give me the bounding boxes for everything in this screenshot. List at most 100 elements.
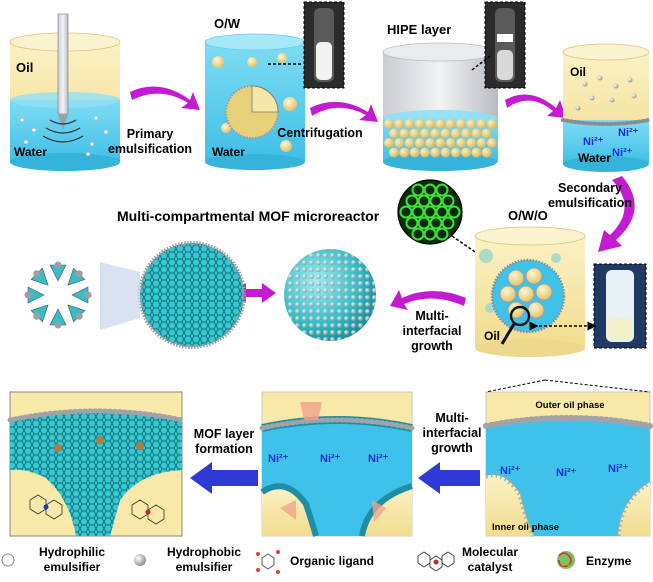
- zoom-line-left: [485, 379, 546, 393]
- ni-ion-5: Ni²⁺: [320, 453, 341, 465]
- beaker-ni-solution: Oil Water Ni²⁺ Ni²⁺ Ni²⁺: [561, 43, 651, 172]
- packed-droplet: [425, 119, 436, 129]
- water-label-2: Water: [212, 145, 245, 159]
- step-label-growth-bot-3: growth: [431, 441, 473, 455]
- arrow-centrifugation: [310, 101, 378, 122]
- packed-droplet: [414, 119, 425, 129]
- water-dots: [19, 115, 109, 157]
- packed-droplet: [435, 119, 446, 129]
- packed-droplet: [389, 128, 399, 139]
- packed-droplet: [481, 128, 492, 139]
- inner-oil-droplet: [507, 269, 525, 287]
- oil-label-4: Oil: [484, 329, 500, 343]
- framework-node: [67, 304, 86, 323]
- framework-node: [30, 267, 49, 286]
- packed-droplet: [450, 128, 461, 139]
- inner-oil-droplet: [535, 283, 553, 301]
- framework-node: [49, 308, 67, 329]
- mof-layer-panel: [7, 391, 185, 537]
- packed-droplet: [425, 138, 436, 148]
- step-label-growth-bot-2: interfacial: [422, 426, 481, 440]
- packed-droplet: [419, 147, 430, 158]
- packed-droplet: [471, 128, 482, 139]
- step-label-primary-2: emulsification: [108, 142, 192, 156]
- beaker-owo-emulsion: O/W/O Oil: [474, 208, 586, 357]
- packed-droplet: [456, 119, 467, 129]
- mof-framework-structure: [24, 261, 92, 329]
- legend-catalyst-1: Molecular: [462, 545, 518, 559]
- packed-droplet: [394, 119, 405, 129]
- arrow-primary-emulsification: [130, 86, 200, 110]
- packed-droplet: [440, 128, 451, 139]
- packed-droplet: [466, 138, 477, 148]
- framework-node: [71, 286, 92, 304]
- beaker-ow-emulsion: O/W Water: [204, 16, 306, 170]
- packed-droplet: [399, 147, 410, 158]
- packed-droplet: [394, 138, 405, 148]
- step-label-secondary-1: Secondary: [558, 181, 622, 195]
- packed-droplet: [430, 147, 441, 158]
- vial-photo-3: [593, 263, 647, 349]
- packed-droplet: [476, 138, 487, 148]
- framework-node: [24, 286, 45, 304]
- packed-droplet: [384, 138, 394, 148]
- ni-ion-c: Ni²⁺: [612, 147, 633, 159]
- step-label-primary-1: Primary: [127, 127, 174, 141]
- vial-photo-2: [484, 1, 526, 89]
- interface-panel-initial: Outer oil phase Inner oil phase Ni²⁺ Ni²…: [483, 391, 653, 538]
- ni-ion-1: Ni²⁺: [500, 465, 521, 477]
- ni-ion-3: Ni²⁺: [608, 463, 629, 475]
- framework-node: [30, 304, 49, 323]
- catalyst-molecule-1: [29, 494, 63, 520]
- ni-ion-b: Ni²⁺: [618, 127, 639, 139]
- fluorescent-cell: [447, 205, 461, 219]
- packed-droplet: [466, 119, 477, 129]
- fluorescent-cell: [435, 227, 449, 241]
- mof-sphere-cutaway: [138, 241, 246, 349]
- link-line-2: [471, 55, 491, 71]
- ni-ion-a: Ni²⁺: [583, 136, 604, 148]
- enzyme-icons: [54, 436, 144, 452]
- legend: Hydrophilic emulsifier Hydrophobic emuls…: [1, 545, 632, 574]
- packed-droplet: [384, 119, 394, 129]
- vial-photo-1: [303, 1, 345, 89]
- fluorescence-micrograph: [397, 179, 463, 245]
- packed-droplet: [471, 147, 482, 158]
- arrow-mof-layer-formation: [190, 462, 258, 494]
- organic-ligand-icon: [256, 550, 280, 574]
- oil-label: Oil: [16, 60, 33, 75]
- legend-hydrophilic-2: emulsifier: [44, 560, 101, 574]
- ultrasonic-probe: [42, 13, 84, 143]
- zoom-beam: [100, 262, 140, 330]
- packed-droplet: [404, 119, 415, 129]
- arrow-growth-bottom: [418, 462, 480, 494]
- step-label-growth-mid-1: Multi-: [415, 309, 448, 323]
- arrow-secondary-emulsification: [598, 176, 635, 252]
- legend-enzyme: Enzyme: [586, 554, 632, 568]
- packed-droplet: [389, 147, 399, 158]
- step-label-mof-layer-1: MOF layer: [194, 427, 255, 441]
- legend-hydrophobic-2: emulsifier: [176, 560, 233, 574]
- inner-oil-droplet: [517, 285, 535, 303]
- packed-droplet: [419, 128, 430, 139]
- packed-droplet: [430, 128, 441, 139]
- emulsifier-particles: [575, 75, 637, 111]
- legend-ligand: Organic ligand: [290, 554, 374, 568]
- arrow-to-ni-beaker: [505, 94, 566, 118]
- packed-droplet: [481, 147, 492, 158]
- ni-ion-2: Ni²⁺: [556, 467, 577, 479]
- inner-oil-label: Inner oil phase: [492, 522, 559, 533]
- beaker-hipe-layer: HIPE layer: [382, 22, 498, 171]
- fluorescent-cell: [435, 183, 449, 197]
- step-label-mof-layer-2: formation: [195, 442, 253, 456]
- packed-droplet: [414, 138, 425, 148]
- catalyst-molecule-2: [131, 499, 165, 525]
- ni-ion-4: Ni²⁺: [268, 453, 289, 465]
- step-label-secondary-2: emulsification: [548, 196, 632, 210]
- oil-label-3: Oil: [570, 65, 586, 79]
- packed-droplet: [476, 119, 487, 129]
- packed-droplets: [384, 119, 497, 158]
- packed-droplet: [456, 138, 467, 148]
- packed-droplet: [445, 138, 456, 148]
